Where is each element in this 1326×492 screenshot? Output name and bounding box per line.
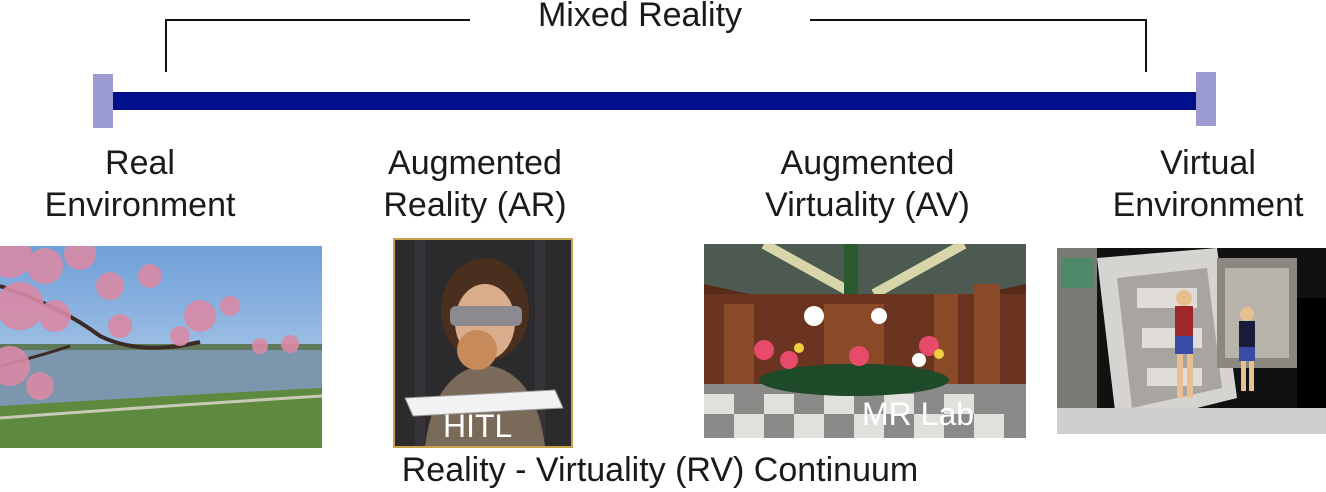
stage-label-virtual: Virtual Environment: [1088, 142, 1326, 226]
continuum-caption: Reality - Virtuality (RV) Continuum: [401, 451, 919, 489]
stage-virtual-line1: Virtual: [1160, 144, 1256, 182]
stage-real-line1: Real: [105, 144, 175, 182]
stage-label-ar: Augmented Reality (AR): [355, 142, 595, 226]
cherry-blossom-lake-photo: [0, 246, 322, 448]
virtual-space-station-photo: [1057, 248, 1326, 434]
left-end-cap: [93, 74, 113, 128]
stage-av-line1: Augmented: [780, 144, 955, 182]
stage-label-real: Real Environment: [20, 142, 260, 226]
mr-lab-overlay-label: MR Lab: [862, 396, 975, 432]
stage-ar-line1: Augmented: [388, 144, 562, 182]
stage-virtual-line2: Environment: [1112, 186, 1304, 224]
continuum-graphic: [93, 19, 1216, 128]
stage-real-line2: Environment: [44, 186, 236, 224]
stage-av-line2: Virtuality (AV): [765, 186, 970, 224]
virtual-flower-room-photo: MR Lab: [704, 244, 1026, 438]
right-end-cap: [1196, 72, 1216, 126]
hmd-user-photo: HITL: [393, 238, 573, 448]
continuum-bar: [102, 92, 1210, 110]
mixed-reality-label: Mixed Reality: [470, 0, 810, 36]
stage-label-av: Augmented Virtuality (AV): [730, 142, 1005, 226]
stage-ar-line2: Reality (AR): [383, 186, 567, 224]
mixed-reality-bracket: [165, 19, 1147, 72]
hitl-overlay-label: HITL: [443, 408, 513, 444]
